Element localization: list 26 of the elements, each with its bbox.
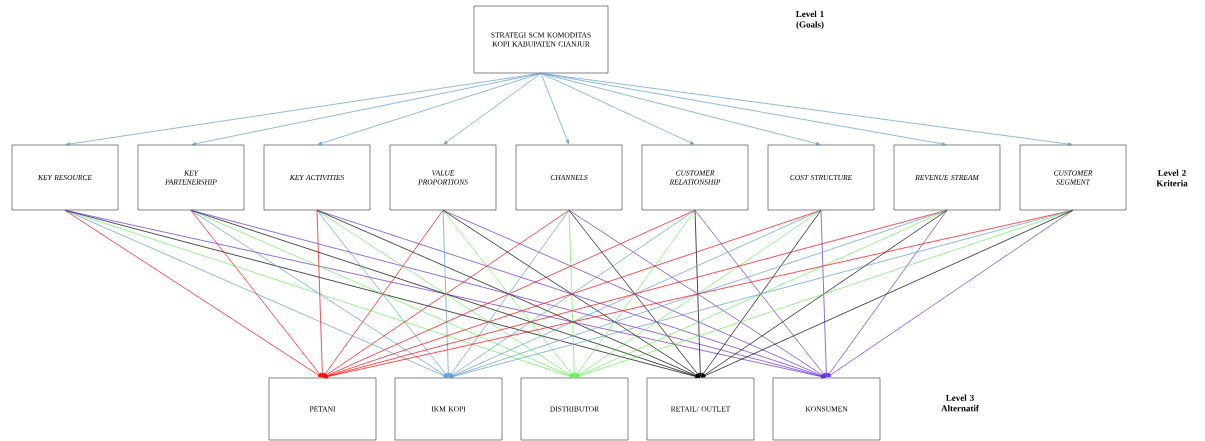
connector-line — [575, 209, 948, 378]
level-label: Level 3 Alternatif — [941, 394, 979, 412]
connector-line — [190, 209, 574, 378]
connector-line — [826, 209, 948, 378]
connector-line — [701, 209, 1074, 378]
connector-line — [694, 209, 702, 377]
connector-line — [820, 209, 828, 377]
level-label: Level 2 Kriteria — [1156, 169, 1188, 187]
connector-line — [575, 209, 1074, 378]
connector-line — [701, 209, 948, 378]
connector-line — [190, 209, 448, 378]
connector-line — [64, 209, 322, 378]
connector-line — [568, 209, 576, 377]
level-label: Level 1 (Goals) — [795, 10, 824, 30]
connector-line — [317, 72, 542, 145]
connector-line — [190, 209, 323, 378]
connector-line — [540, 72, 1073, 146]
connector-line — [449, 209, 948, 378]
connector-line — [827, 209, 1074, 378]
connector-line — [442, 209, 450, 377]
connector-line — [443, 72, 542, 145]
connector-line — [540, 72, 821, 146]
connector-line — [540, 72, 695, 145]
connector-line — [540, 72, 569, 144]
connector-line — [316, 209, 324, 377]
connector-line — [64, 209, 448, 378]
